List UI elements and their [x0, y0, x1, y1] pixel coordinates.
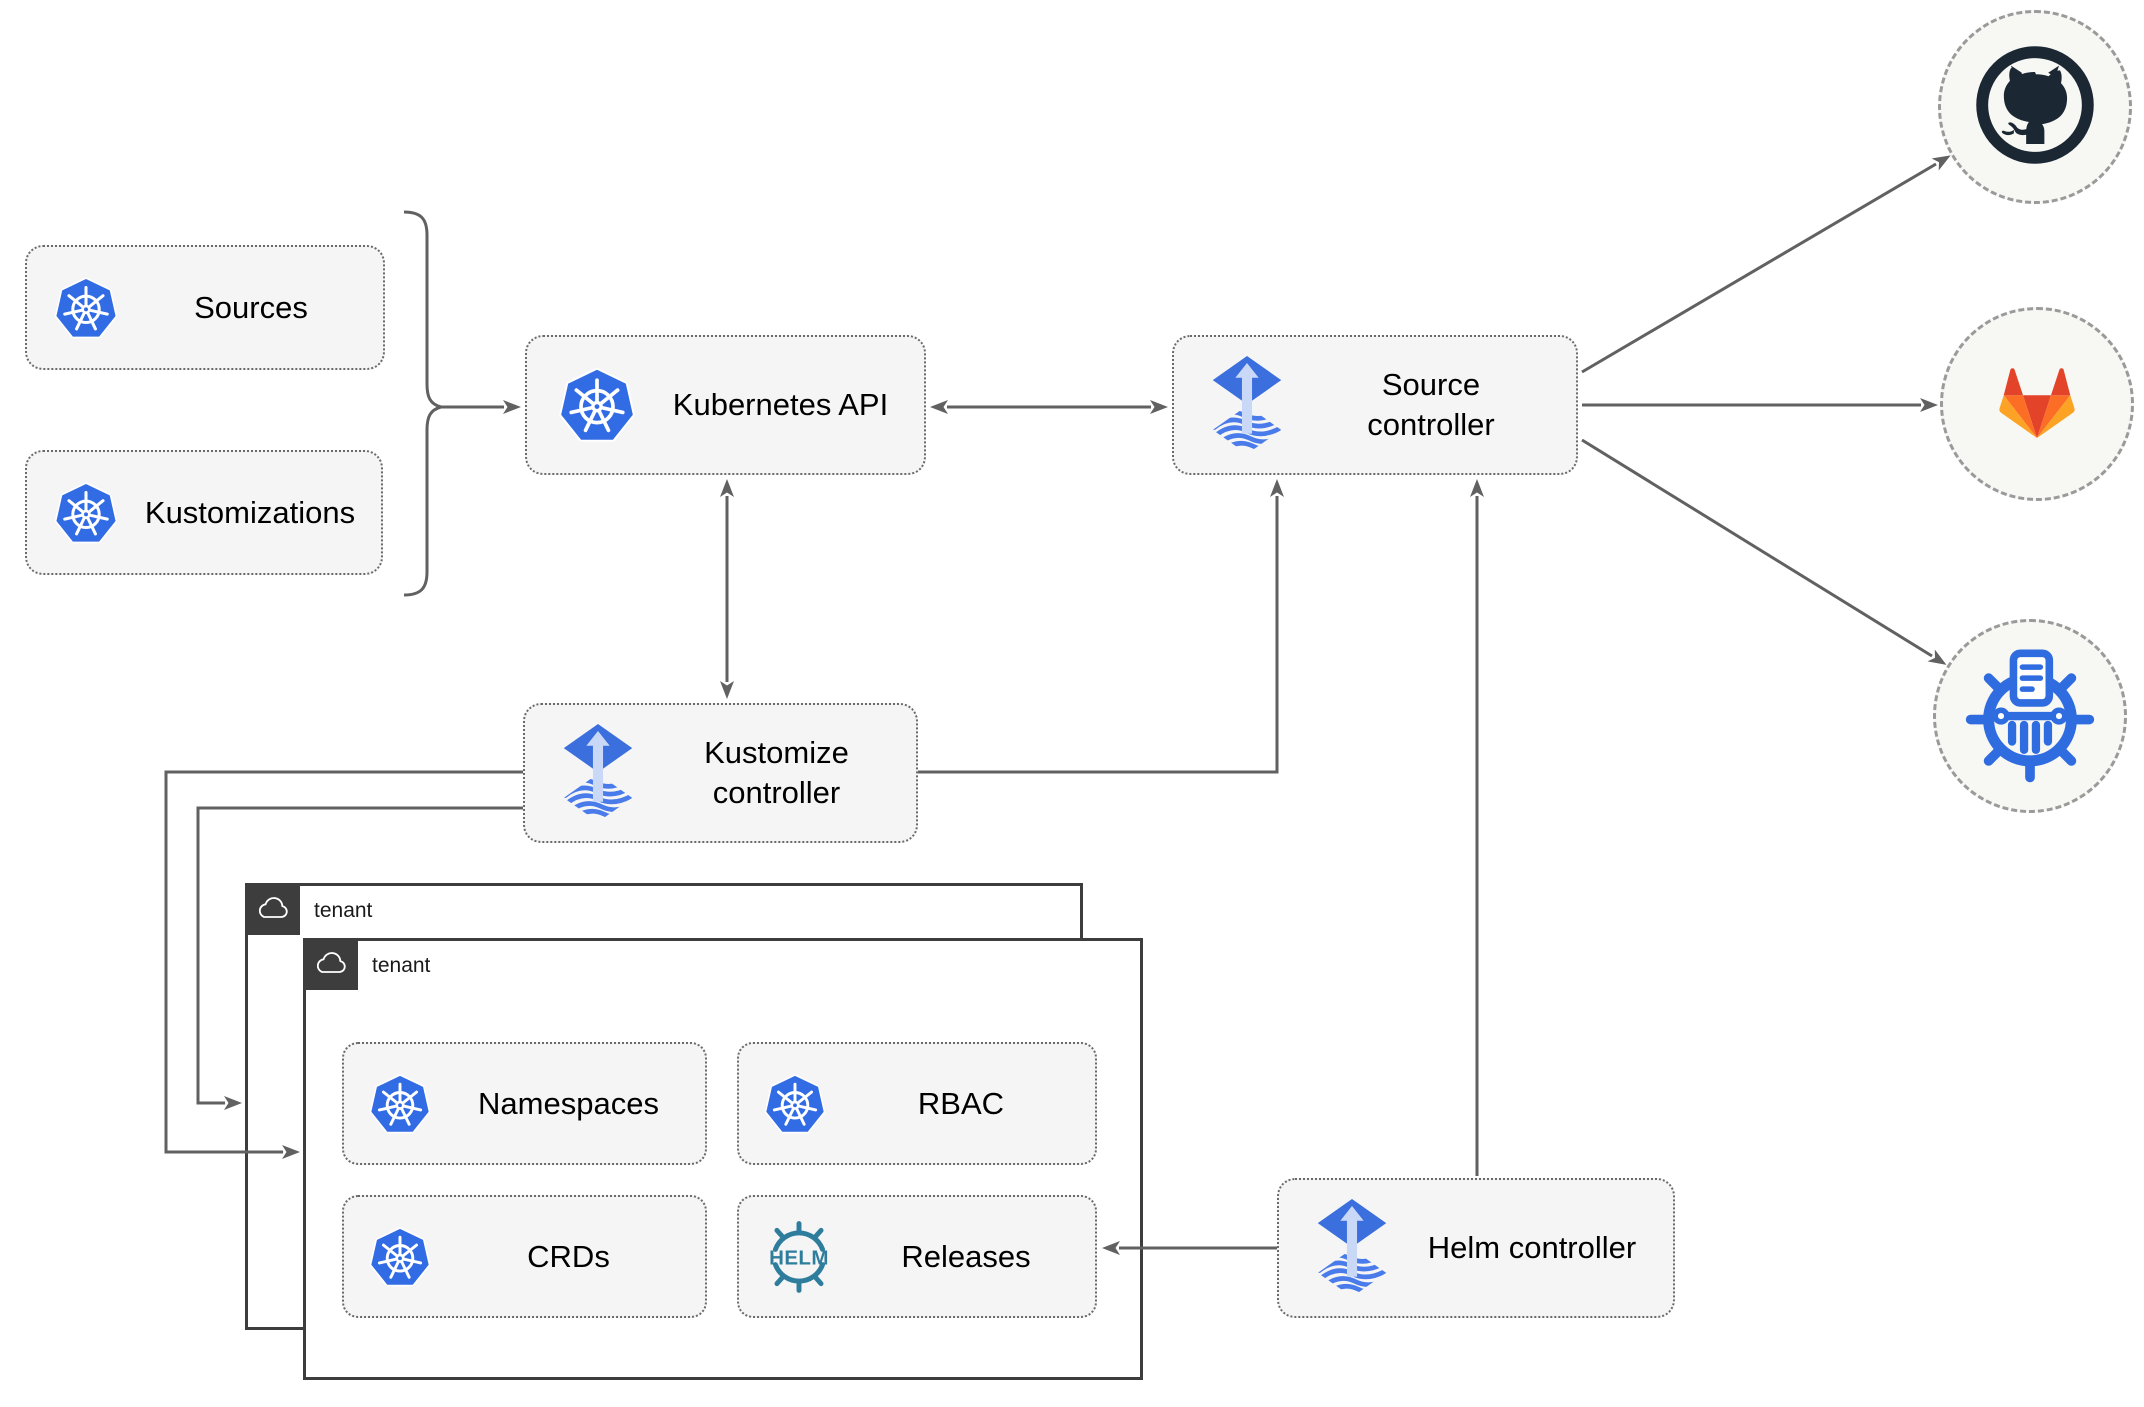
cloud-icon [303, 938, 358, 990]
rbac-box: RBAC [737, 1042, 1097, 1165]
sources-label: Sources [194, 289, 308, 325]
gitlab-icon [1972, 340, 2102, 469]
github-icon [1969, 39, 2101, 176]
crds-box: CRDs [342, 1195, 707, 1318]
kustomizations-label: Kustomizations [144, 494, 356, 530]
kubernetes-api-label: Kubernetes API [672, 387, 889, 423]
helm-controller-box: Helm controller [1277, 1178, 1675, 1318]
kustomize-controller-label: Kustomize controller [704, 735, 849, 810]
helm-controller-label: Helm controller [1427, 1230, 1637, 1266]
helm-icon: HELM [761, 1219, 837, 1295]
tenant-label: tenant [372, 954, 431, 977]
releases-box: HELM Releases [737, 1195, 1097, 1318]
kustomize-controller-box: Kustomize controller [523, 703, 918, 843]
namespaces-label: Namespaces [478, 1085, 659, 1121]
kubernetes-icon [763, 1072, 827, 1136]
flux-icon [1313, 1199, 1391, 1297]
arrow-source-to-chart-repository [1581, 438, 1947, 665]
tenant-container-front: tenant Namespaces RBAC CRDs HELM Release… [303, 938, 1143, 1380]
namespaces-box: Namespaces [342, 1042, 707, 1165]
chart-repository [1933, 619, 2127, 813]
arrow-kustomize-to-source [918, 479, 1284, 774]
kubernetes-icon [53, 480, 119, 546]
flux-icon [559, 724, 637, 822]
cloud-icon [245, 883, 300, 935]
chartmuseum-icon [1961, 645, 2099, 788]
kubernetes-icon [53, 275, 119, 341]
github-repository [1938, 10, 2132, 204]
kubernetes-icon [368, 1072, 432, 1136]
arrow-source-to-github [1581, 155, 1951, 374]
gitlab-repository [1940, 307, 2134, 501]
kubernetes-icon [557, 365, 637, 445]
flux-icon [1208, 356, 1286, 454]
releases-label: Releases [901, 1238, 1031, 1274]
sources-box: Sources [25, 245, 385, 370]
crds-label: CRDs [527, 1238, 610, 1274]
source-controller-box: Source controller [1172, 335, 1578, 475]
kustomizations-box: Kustomizations [25, 450, 383, 575]
kubernetes-api-box: Kubernetes API [525, 335, 926, 475]
source-controller-label: Source controller [1367, 367, 1495, 442]
helm-logo-text: HELM [769, 1246, 829, 1269]
brace-resources [403, 210, 447, 597]
rbac-label: RBAC [917, 1085, 1005, 1121]
tenant-label: tenant [314, 899, 373, 922]
kubernetes-icon [368, 1225, 432, 1289]
